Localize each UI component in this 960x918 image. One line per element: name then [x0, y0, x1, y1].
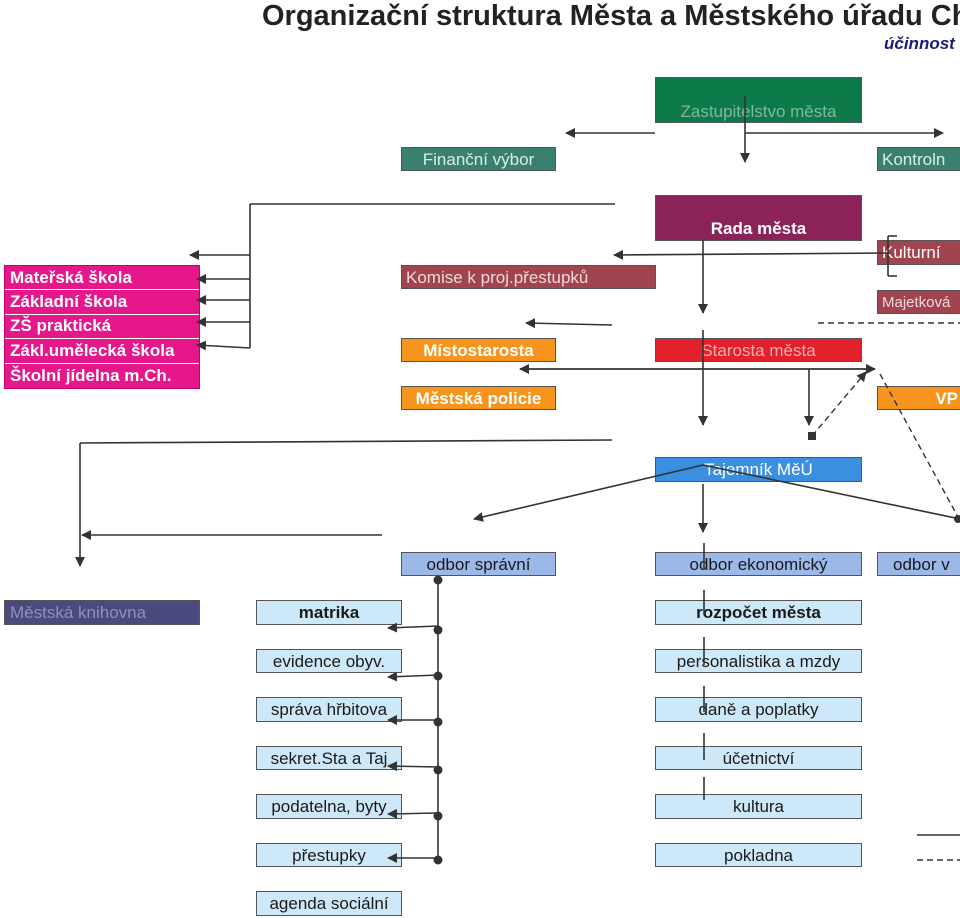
economic-item[interactable]: kultura — [655, 794, 862, 819]
mayor-box[interactable]: Starosta města — [655, 338, 862, 362]
economic-item[interactable]: personalistika a mzdy — [655, 649, 862, 673]
page-subtitle: účinnost — [884, 34, 955, 53]
library-box[interactable]: Městská knihovna — [4, 600, 200, 625]
vp-box[interactable]: VP — [877, 386, 960, 410]
admin-item[interactable]: sekret.Sta a Taj — [256, 746, 402, 770]
finance-committee-box[interactable]: Finanční výbor — [401, 147, 556, 171]
economic-item[interactable]: účetnictví — [655, 746, 862, 770]
school-item[interactable]: Základní škola — [5, 290, 199, 315]
council-box[interactable]: Zastupitelstvo města — [655, 77, 862, 123]
property-commission-box[interactable]: Majetková — [877, 290, 960, 314]
admin-department-box[interactable]: odbor správní — [401, 552, 556, 576]
economic-item[interactable]: pokladna — [655, 843, 862, 867]
economic-item[interactable]: daně a poplatky — [655, 697, 862, 722]
secretary-box[interactable]: Tajemník MěÚ — [655, 457, 862, 482]
school-item[interactable]: ZŠ praktická — [5, 315, 199, 340]
school-item[interactable]: Školní jídelna m.Ch. — [10, 365, 172, 385]
admin-item[interactable]: správa hřbitova — [256, 697, 402, 722]
schools-block: Mateřská škola Základní škola ZŠ praktic… — [4, 265, 200, 389]
economic-department-box[interactable]: odbor ekonomický — [655, 552, 862, 576]
deputy-mayor-box[interactable]: Místostarosta — [401, 338, 556, 362]
offence-commission-box[interactable]: Komise k proj.přestupků — [401, 265, 656, 289]
page-title: Organizační struktura Města a Městského … — [262, 0, 960, 32]
admin-item[interactable]: matrika — [256, 600, 402, 625]
economic-item[interactable]: rozpočet města — [655, 600, 862, 625]
city-police-box[interactable]: Městská policie — [401, 386, 556, 410]
admin-item[interactable]: podatelna, byty — [256, 794, 402, 819]
third-department-box[interactable]: odbor v — [877, 552, 960, 576]
city-board-box[interactable]: Rada města — [655, 195, 862, 241]
admin-item[interactable]: agenda sociální — [256, 891, 402, 916]
admin-item[interactable]: přestupky — [256, 843, 402, 867]
school-item[interactable]: Mateřská škola — [5, 266, 199, 291]
school-item[interactable]: Zákl.umělecká škola — [5, 339, 199, 364]
admin-item[interactable]: evidence obyv. — [256, 649, 402, 673]
control-committee-box[interactable]: Kontroln — [877, 147, 960, 171]
culture-commission-box[interactable]: Kulturní — [877, 240, 960, 265]
